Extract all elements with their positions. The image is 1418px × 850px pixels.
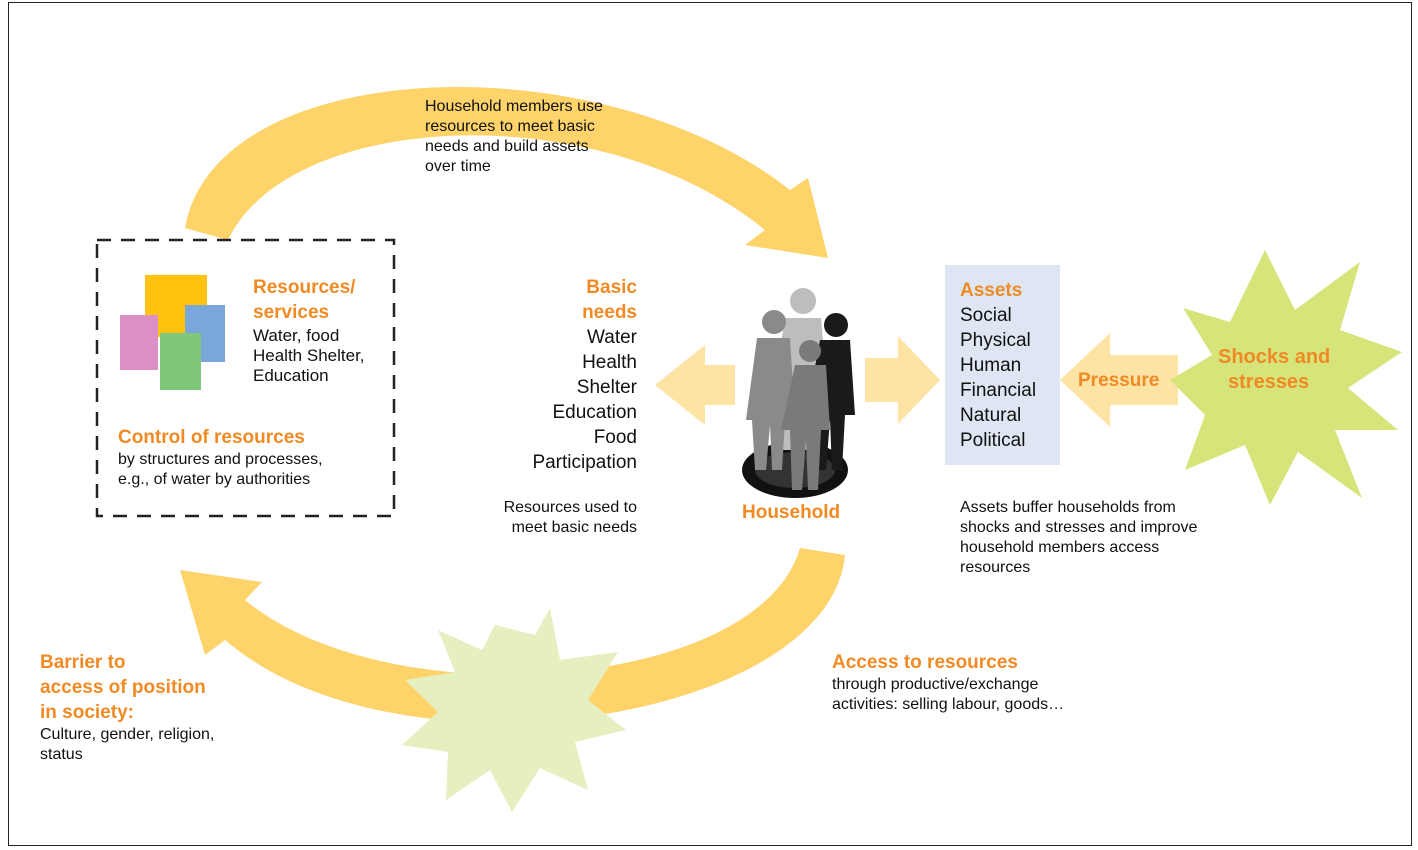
control-title: Control of resources (118, 427, 305, 448)
assets-note-line: resources (960, 559, 1031, 576)
basic-need-item: Participation (532, 452, 637, 473)
access-text: through productive/exchange (832, 676, 1039, 693)
basic-needs-note-line: Resources used to (503, 499, 637, 516)
pressure-label: Pressure (1078, 370, 1160, 391)
resources-dashed-box (95, 238, 396, 518)
shocks-starburst (1170, 250, 1402, 505)
resources-title: Resources/ (253, 277, 356, 298)
people-group-icon (742, 288, 855, 498)
top-note-line: resources to meet basic (425, 118, 595, 135)
top-note-line: needs and build assets (425, 138, 589, 155)
access-text: activities: selling labour, goods… (832, 696, 1065, 713)
asset-item: Political (960, 430, 1026, 451)
top-curved-arrow (185, 87, 828, 258)
access-to-resources: Access to resources through productive/e… (832, 650, 1152, 715)
top-note-line: Household members use (425, 98, 603, 115)
basic-needs-note: Resources used to meet basic needs (460, 498, 637, 538)
arrow-to-assets (865, 336, 940, 424)
starburst-light (402, 608, 626, 812)
arrow-to-basic-needs (655, 345, 735, 425)
assets-note: Assets buffer households from shocks and… (960, 498, 1260, 578)
basic-need-item: Water (587, 327, 637, 348)
household-label: Household (742, 502, 841, 523)
control-of-resources: Control of resources by structures and p… (118, 425, 388, 490)
bottom-curved-arrow (180, 548, 845, 723)
barrier-block: Barrier to access of position in society… (40, 650, 260, 765)
pressure-arrow (1060, 333, 1178, 427)
shocks-label-line: stresses (1228, 371, 1310, 393)
resources-item: Health Shelter, (253, 346, 365, 365)
top-note: Household members use resources to meet … (425, 97, 665, 177)
basic-need-item: Education (552, 402, 637, 423)
assets-note-line: shocks and stresses and improve (960, 519, 1198, 536)
assets-box (945, 265, 1060, 465)
barrier-text: status (40, 746, 83, 763)
asset-item: Social (960, 305, 1012, 326)
basic-needs: Basic needs Water Health Shelter Educati… (480, 275, 637, 475)
basic-needs-note-line: meet basic needs (511, 519, 637, 536)
resources-item: Education (253, 366, 329, 385)
asset-item: Human (960, 355, 1022, 376)
control-text: by structures and processes, (118, 451, 323, 468)
basic-need-item: Health (582, 352, 637, 373)
resources-item: Water, food (253, 326, 340, 345)
shocks-label: Shocks and stresses (1218, 345, 1348, 395)
assets-note-line: household members access (960, 539, 1160, 556)
barrier-title: Barrier to (40, 652, 126, 673)
asset-item: Natural (960, 405, 1022, 426)
barrier-text: Culture, gender, religion, (40, 726, 215, 743)
assets-list: Assets Social Physical Human Financial N… (960, 278, 1060, 453)
access-title: Access to resources (832, 652, 1018, 673)
control-text: e.g., of water by authorities (118, 471, 311, 488)
diagram-frame (8, 2, 1412, 846)
asset-item: Physical (960, 330, 1031, 351)
top-note-line: over time (425, 158, 491, 175)
basic-need-item: Shelter (576, 377, 637, 398)
asset-item: Financial (960, 380, 1037, 401)
barrier-title: in society: (40, 702, 134, 723)
resources-title: services (253, 302, 330, 323)
square-green (160, 333, 201, 390)
barrier-title: access of position (40, 677, 206, 698)
square-pink (120, 315, 158, 370)
basic-needs-title: Basic (586, 277, 637, 298)
basic-needs-title: needs (582, 302, 637, 323)
basic-need-item: Food (593, 427, 637, 448)
resources-services: Resources/ services Water, food Health S… (253, 275, 388, 386)
assets-title: Assets (960, 280, 1023, 301)
shocks-label-line: Shocks and (1218, 346, 1331, 368)
assets-note-line: Assets buffer households from (960, 499, 1176, 516)
